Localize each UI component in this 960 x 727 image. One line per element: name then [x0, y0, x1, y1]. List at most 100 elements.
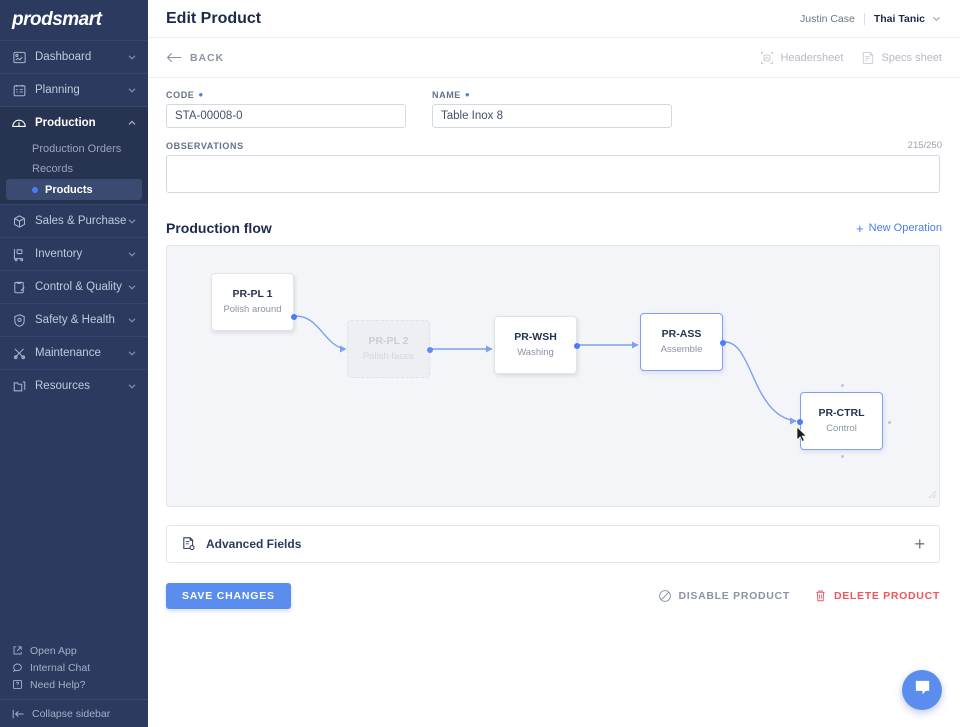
flow-node-code: PR-WSH [514, 331, 557, 344]
chevron-down-icon [126, 347, 138, 359]
flow-node[interactable]: PR-PL 1 Polish around [211, 273, 297, 331]
headersheet-button[interactable]: Headersheet [760, 51, 843, 65]
node-port-left[interactable] [797, 419, 803, 425]
external-link-icon [12, 645, 25, 656]
observations-label: OBSERVATIONS [166, 141, 244, 151]
document-settings-icon [181, 536, 197, 552]
flow-node-desc: Control [826, 422, 857, 434]
node-port-right[interactable] [291, 314, 297, 320]
flow-connectors [295, 315, 797, 425]
brand-logo-text: prodsmart [12, 9, 102, 30]
chat-bubble-icon [913, 678, 932, 702]
expand-plus-icon[interactable]: + [914, 534, 925, 554]
sidebar-footer-links: Open App Internal Chat Need Help? [0, 642, 148, 699]
folders-icon [11, 378, 27, 394]
production-flow-header: Production flow + New Operation [166, 220, 942, 236]
sidebar-item-maintenance[interactable]: Maintenance [0, 336, 148, 369]
sidebar-subitem-products[interactable]: Products [6, 179, 142, 200]
collapse-sidebar-button[interactable]: Collapse sidebar [0, 699, 148, 727]
footer-link-label: Need Help? [30, 678, 86, 691]
user-name: Justin Case [799, 12, 855, 25]
canvas-resize-handle[interactable] [926, 486, 937, 504]
arrow-left-icon [166, 51, 183, 64]
advanced-fields-row[interactable]: Advanced Fields + [166, 525, 940, 563]
new-operation-button[interactable]: + New Operation [856, 222, 942, 235]
required-marker-icon: ● [464, 90, 471, 99]
required-marker-icon: ● [198, 90, 204, 99]
node-port-right-small[interactable] [888, 421, 891, 424]
sidebar-item-control-quality[interactable]: Control & Quality [0, 270, 148, 303]
chat-launcher-button[interactable] [902, 670, 942, 710]
footer-link-open-app[interactable]: Open App [12, 642, 148, 659]
brand-logo[interactable]: prodsmart [0, 0, 148, 40]
node-port-bottom[interactable] [841, 455, 844, 458]
node-port-right[interactable] [720, 340, 726, 346]
name-input[interactable] [432, 104, 672, 128]
divider [863, 12, 865, 25]
specs-sheet-button[interactable]: Specs sheet [861, 51, 942, 65]
flow-node[interactable]: PR-PL 2 Polish faces [347, 320, 433, 378]
footer-link-need-help[interactable]: Need Help? [12, 676, 148, 693]
node-port-top[interactable] [841, 384, 844, 387]
delete-product-button[interactable]: DELETE PRODUCT [814, 589, 940, 603]
chat-icon [12, 662, 25, 673]
sidebar-subitem-production-orders[interactable]: Production Orders [0, 139, 148, 159]
code-input[interactable] [166, 104, 406, 128]
production-flow-canvas[interactable]: PR-PL 1 Polish around PR-PL 2 Polish fac… [166, 245, 940, 507]
sidebar-item-label: Safety & Health [35, 314, 115, 326]
chevron-down-icon[interactable] [931, 13, 942, 24]
back-button-label: BACK [190, 51, 224, 64]
node-port-right[interactable] [427, 347, 433, 353]
sidebar-subitem-label: Products [45, 183, 93, 196]
dashboard-icon [11, 49, 27, 65]
flow-node-code: PR-PL 2 [368, 335, 409, 348]
save-changes-button[interactable]: SAVE CHANGES [166, 583, 291, 609]
observations-textarea[interactable] [166, 155, 940, 193]
flow-node[interactable]: PR-ASS Assemble [640, 313, 726, 371]
collapse-sidebar-label: Collapse sidebar [32, 707, 111, 720]
sidebar-item-planning[interactable]: Planning [0, 73, 148, 106]
sidebar-item-production[interactable]: Production [0, 106, 148, 139]
active-dot-icon [32, 186, 38, 193]
name-field-group: NAME ● [432, 90, 672, 128]
chevron-down-icon [126, 380, 138, 392]
sidebar-item-label: Sales & Purchase [35, 215, 126, 227]
plus-icon: + [856, 220, 864, 236]
sidebar-item-dashboard[interactable]: Dashboard [0, 40, 148, 73]
sidebar-subitem-label: Records [32, 163, 73, 175]
node-port-right[interactable] [574, 343, 580, 349]
sidebar-item-label: Dashboard [35, 51, 92, 63]
shield-icon [11, 312, 27, 328]
sidebar-item-label: Resources [35, 380, 90, 392]
sidebar-item-inventory[interactable]: Inventory [0, 237, 148, 270]
flow-node[interactable]: PR-WSH Washing [494, 316, 580, 374]
new-operation-label: New Operation [868, 222, 942, 234]
sidebar-item-safety-health[interactable]: Safety & Health [0, 303, 148, 336]
delete-product-label: DELETE PRODUCT [833, 590, 940, 602]
footer-link-label: Open App [30, 644, 77, 657]
flow-node[interactable]: PR-CTRL Control [797, 384, 891, 458]
trash-icon [814, 589, 827, 603]
sidebar-item-label: Planning [35, 84, 80, 96]
sidebar-item-resources[interactable]: Resources [0, 369, 148, 402]
disable-product-button[interactable]: DISABLE PRODUCT [658, 589, 790, 603]
flow-node-desc: Polish around [223, 303, 282, 315]
sidebar-item-label: Production [35, 117, 96, 129]
subbar: BACK Headersheet [148, 38, 960, 78]
headersheet-icon [760, 51, 774, 65]
org-name[interactable]: Thai Tanic [873, 12, 925, 25]
collapse-arrow-icon [12, 708, 26, 720]
help-icon [12, 679, 25, 690]
topbar-right: Justin Case Thai Tanic [799, 12, 942, 25]
footer-link-internal-chat[interactable]: Internal Chat [12, 659, 148, 676]
sidebar-item-label: Maintenance [35, 347, 101, 359]
observations-group: OBSERVATIONS 215/250 [166, 140, 942, 198]
form-field-row: CODE ● NAME ● [166, 90, 942, 128]
footer-link-label: Internal Chat [30, 661, 91, 674]
sidebar-subitem-records[interactable]: Records [0, 159, 148, 179]
sidebar-item-label: Control & Quality [35, 281, 122, 293]
flow-node-code: PR-ASS [661, 328, 702, 341]
clipboard-check-icon [11, 279, 27, 295]
sidebar-item-sales-purchase[interactable]: Sales & Purchase [0, 204, 148, 237]
back-button[interactable]: BACK [166, 51, 224, 64]
